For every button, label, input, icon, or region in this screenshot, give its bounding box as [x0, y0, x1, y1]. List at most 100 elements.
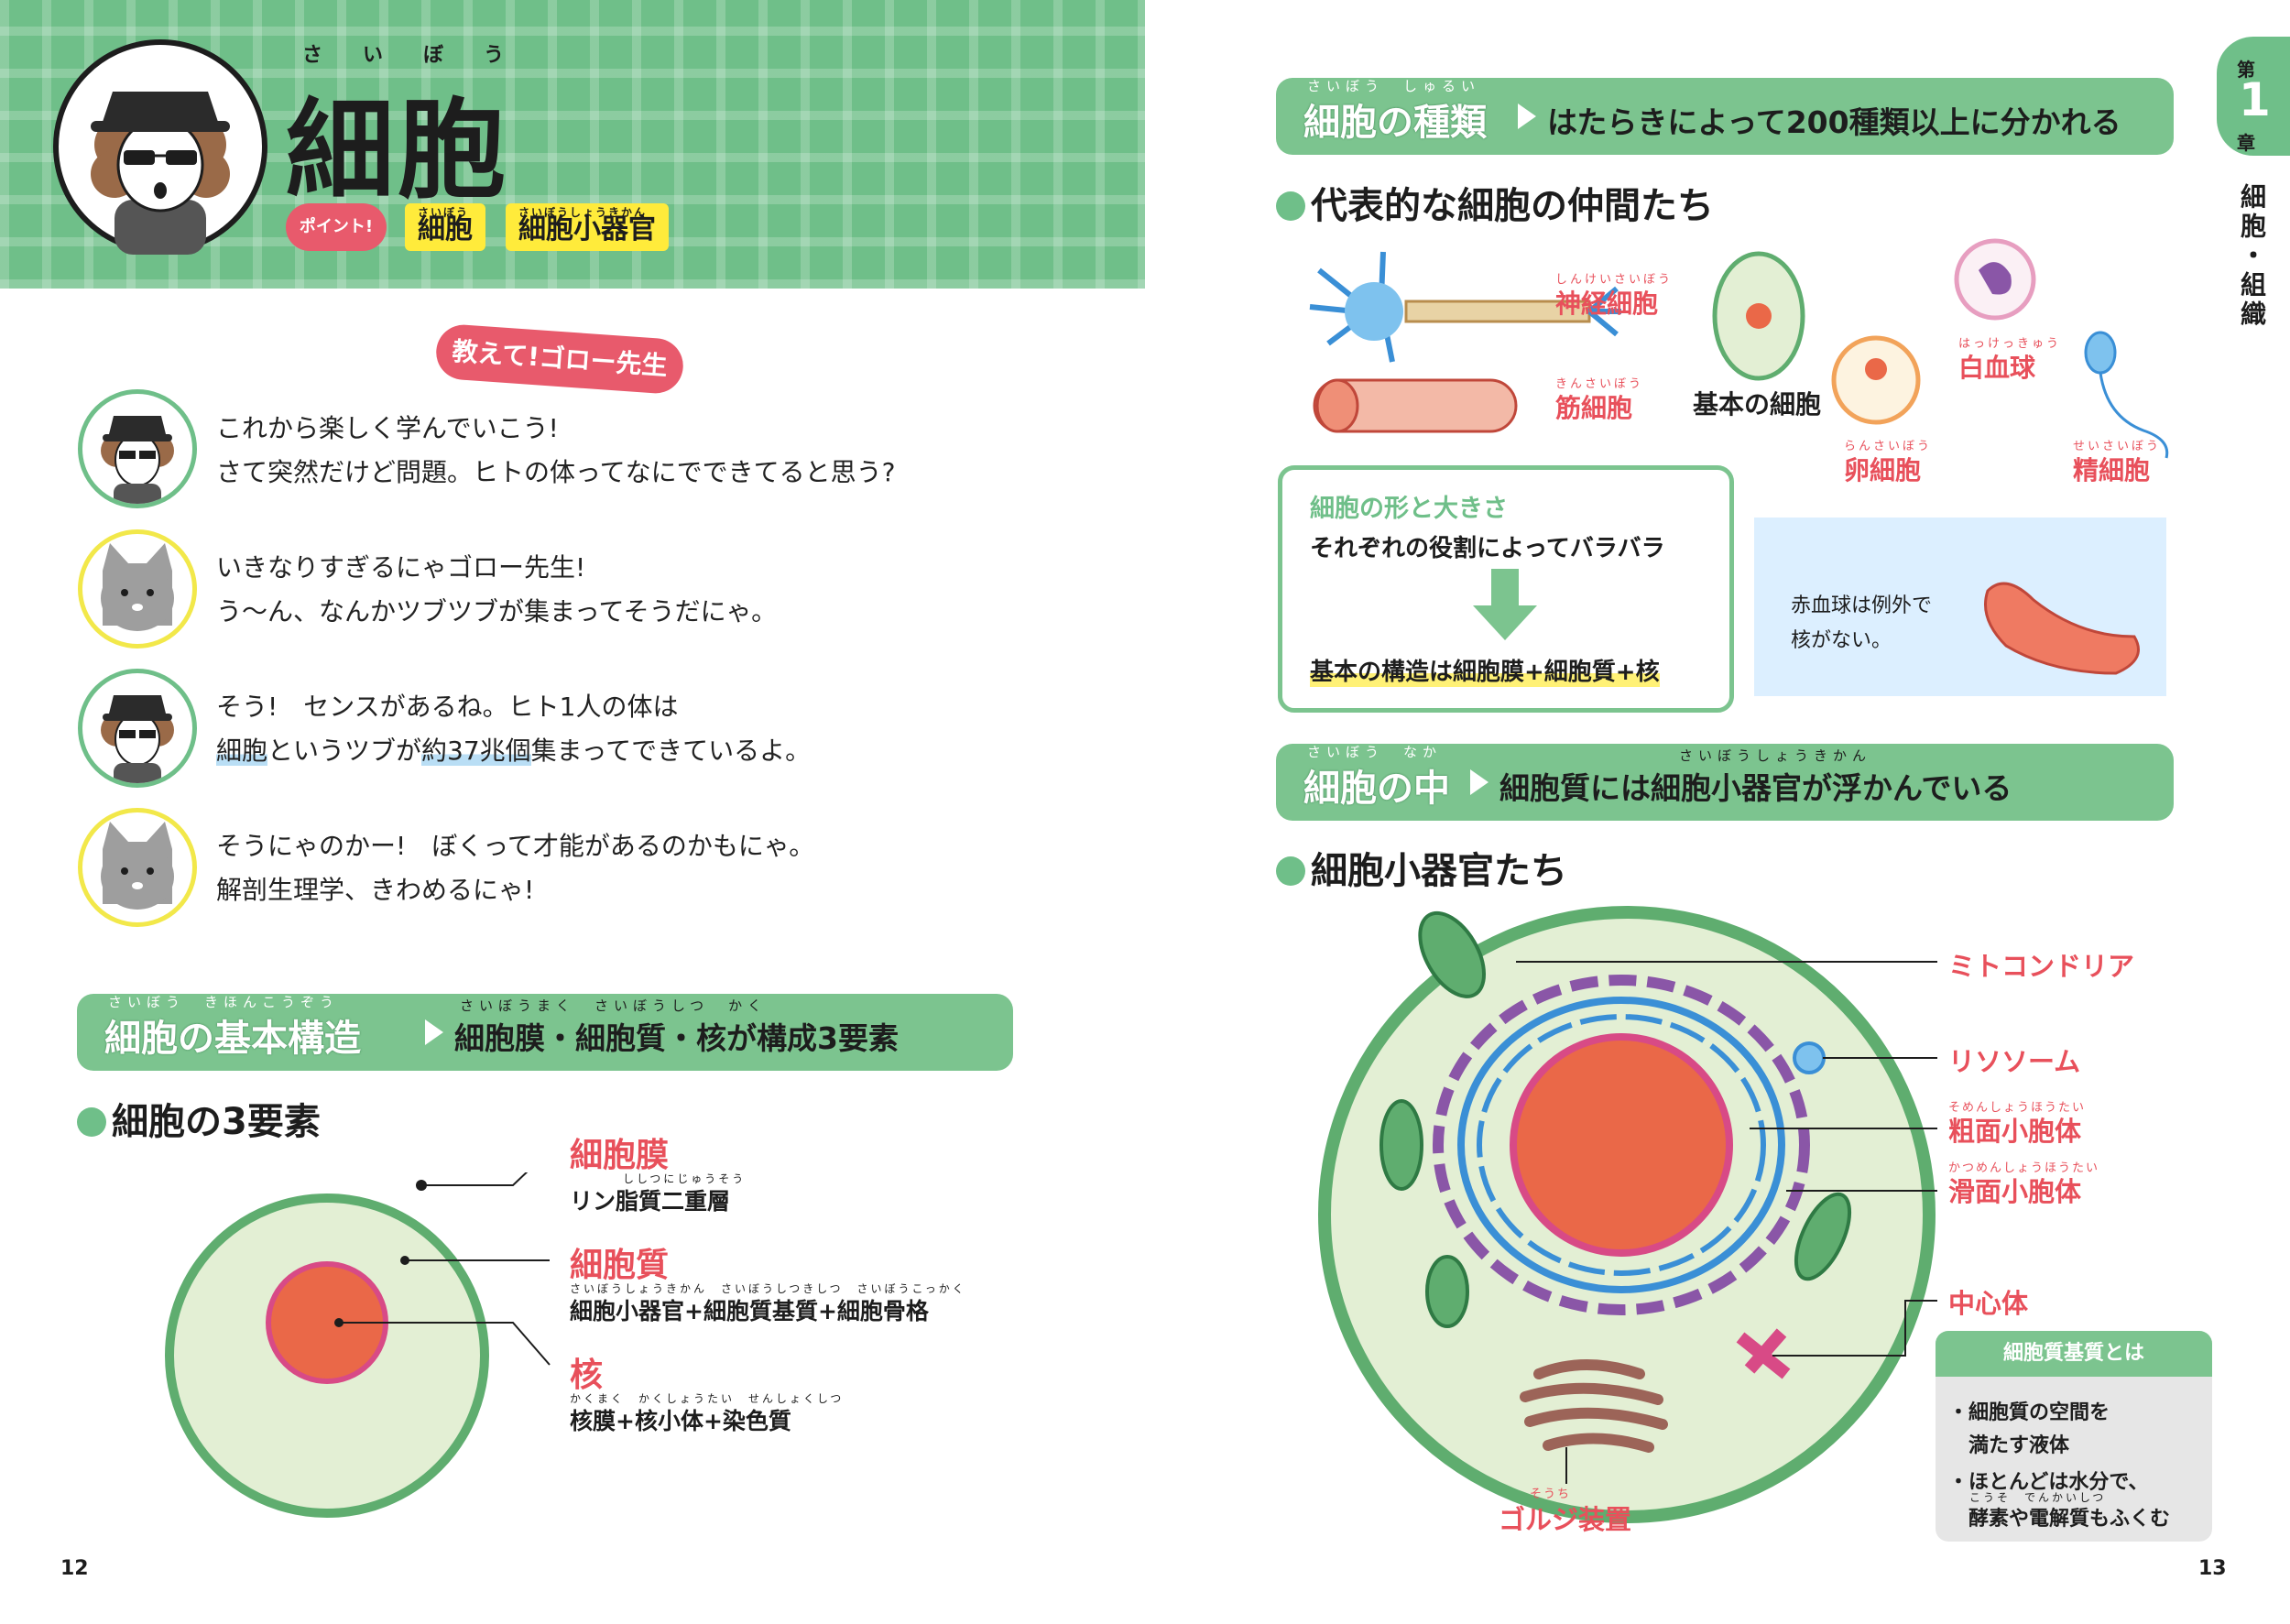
- page-number-left: 12: [60, 1557, 89, 1580]
- section-subtitle: 細胞膜・細胞質・核が構成3要素: [454, 1020, 899, 1056]
- subhead-cell-types: 代表的な細胞の仲間たち: [1276, 176, 1714, 229]
- section-bar-types: さいぼう しゅるい 細胞の種類 はたらきによって200種類以上に分かれる: [1276, 78, 2174, 155]
- membrane-desc: リン脂質二重層: [570, 1188, 731, 1215]
- arrow-down-icon: [1473, 569, 1537, 640]
- dialogue-line: さて突然だけど問題。ヒトの体ってなにでできてると思う?: [216, 457, 896, 487]
- highlight-count: 約37兆個: [421, 736, 531, 766]
- cytoplasm-label: 細胞質: [570, 1247, 670, 1284]
- text-fragment: 集まってできているよ。: [530, 736, 812, 766]
- chapter-suffix: 章: [2237, 132, 2255, 154]
- basic-cell-diagram: [165, 1172, 551, 1518]
- subhead-three-elements: 細胞の3要素: [77, 1092, 321, 1145]
- cell-ruby-sperm: せいさいぼう: [2073, 440, 2162, 453]
- dialogue-line-emphasis: 細胞というツブが約37兆個集まってできているよ。: [216, 731, 811, 768]
- cat-avatar: [78, 529, 197, 649]
- membrane-ruby: ししつにじゅうそう: [623, 1172, 747, 1185]
- sensei-avatar: [78, 669, 197, 788]
- keyword-label: 細胞: [418, 213, 473, 245]
- dialogue-line: いきなりすぎるにゃゴロー先生!: [216, 552, 586, 583]
- cat-avatar: [78, 808, 197, 927]
- cytoplasm-ruby: さいぼうしょうきかん さいぼうしつきしつ さいぼうこっかく: [570, 1282, 966, 1295]
- dialogue-line: う〜ん、なんかツブツブが集まってそうだにゃ。: [216, 596, 778, 627]
- matrix-line: 酵素や電解質もふくむ: [1948, 1508, 2171, 1531]
- organelle-ruby-rough-er: そめんしょうほうたい: [1948, 1101, 2087, 1115]
- cell-label-basic: 基本の細胞: [1693, 389, 1822, 420]
- matrix-line: ・細胞質の空間を: [1948, 1401, 2110, 1424]
- title-ruby: さいぼう: [302, 44, 545, 67]
- bullet-dot-icon: [1276, 856, 1305, 886]
- sensei-avatar: [78, 389, 197, 508]
- arrow-right-icon: [1518, 104, 1536, 129]
- shape-box-line1: それぞれの役割によってバラバラ: [1310, 535, 1665, 562]
- arrow-right-icon: [425, 1019, 443, 1045]
- keyword-tag-cell: さいぼう 細胞: [405, 203, 485, 251]
- shape-box-title: 細胞の形と大きさ: [1310, 495, 1508, 523]
- section-title: 細胞の種類: [1303, 102, 1487, 144]
- dialogue-line: そう! センスがあるね。ヒト1人の体は: [216, 692, 679, 722]
- matrix-box-title: 細胞質基質とは: [1936, 1331, 2212, 1377]
- cell-ruby-neuron: しんけいさいぼう: [1555, 273, 1674, 287]
- page-title: 細胞: [286, 87, 510, 213]
- sensei-large-avatar: [53, 39, 267, 255]
- section-subtitle: 細胞質には細胞小器官が浮かんでいる: [1499, 770, 2012, 806]
- dialogue-line: これから楽しく学んでいこう!: [216, 413, 559, 443]
- cell-label-wbc: 白血球: [1958, 353, 2036, 383]
- organelle-label-mitochondria: ミトコンドリア: [1948, 951, 2135, 982]
- keyword-ruby: さいぼう: [418, 206, 470, 219]
- chapter-title-vertical: 細胞・組織: [2237, 183, 2267, 330]
- cell-ruby-muscle: きんさいぼう: [1555, 377, 1644, 391]
- bullet-dot-icon: [1276, 191, 1305, 221]
- chapter-tab: 第 1 章: [2217, 37, 2290, 156]
- keyword-tag-organelle: さいぼうしょうきかん 細胞小器官: [506, 203, 669, 251]
- matrix-line: 満たす液体: [1948, 1434, 2070, 1457]
- highlight-cell: 細胞: [216, 736, 268, 766]
- matrix-ruby: こうそ でんかいしつ: [1969, 1491, 2107, 1504]
- organelle-ruby-smooth-er: かつめんしょうほうたい: [1948, 1161, 2100, 1175]
- cell-label-sperm: 精細胞: [2073, 455, 2151, 485]
- organelle-diagram: [1318, 906, 1937, 1523]
- organelle-label-lysosome: リソソーム: [1948, 1046, 2081, 1077]
- keyword-ruby: さいぼうしょうきかん: [518, 206, 648, 219]
- section-bar-basic: さいぼう きほんこうぞう 細胞の基本構造 さいぼうまく さいぼうしつ かく 細胞…: [77, 994, 1013, 1071]
- subhead-organelles: 細胞小器官たち: [1276, 841, 1567, 894]
- organelle-label-rough-er: 粗面小胞体: [1948, 1116, 2082, 1147]
- memo-line1: 赤血球は例外で: [1791, 594, 1933, 617]
- red-blood-cell-icon: [1984, 582, 2140, 675]
- section-title-ruby: さいぼう なか: [1307, 744, 1443, 760]
- nucleus-desc: 核膜+核小体+染色質: [570, 1408, 791, 1434]
- point-badge: ポイント!: [286, 203, 387, 251]
- cytoplasm-desc: 細胞小器官+細胞質基質+細胞骨格: [570, 1298, 929, 1324]
- membrane-label: 細胞膜: [570, 1137, 670, 1174]
- text-fragment: というツブが: [267, 736, 422, 766]
- memo-line2: 核がない。: [1791, 629, 1892, 652]
- section-subtitle: はたらきによって200種類以上に分かれる: [1547, 104, 2121, 140]
- nucleus-label: 核: [570, 1357, 604, 1394]
- nucleus-ruby: かくまく かくしょうたい せんしょくしつ: [570, 1392, 845, 1405]
- neuron-illustration: [1309, 251, 1621, 363]
- organelle-ruby-golgi: そうち: [1530, 1488, 1572, 1501]
- page-number-right: 13: [2198, 1557, 2227, 1580]
- dialogue-line: そうにゃのかー! ぼくって才能があるのかもにゃ。: [216, 831, 815, 861]
- cell-label-egg: 卵細胞: [1844, 455, 1922, 485]
- organelle-label-golgi: ゴルジ装置: [1499, 1504, 1632, 1535]
- section-title-ruby: さいぼう きほんこうぞう: [108, 994, 340, 1010]
- shape-size-box: 細胞の形と大きさ それぞれの役割によってバラバラ 基本の構造は細胞膜+細胞質+核: [1278, 465, 1734, 713]
- cell-ruby-egg: らんさいぼう: [1844, 440, 1933, 453]
- section-sub-ruby: さいぼうしょうきかん: [1679, 747, 1872, 764]
- dialogue-line: 解剖生理学、きわめるにゃ!: [216, 875, 535, 905]
- memo-note: 赤血球は例外で 核がない。: [1754, 518, 2166, 696]
- teach-banner: 教えて!ゴロー先生: [434, 322, 685, 396]
- organelle-label-centrosome: 中心体: [1948, 1288, 2029, 1319]
- cell-label-neuron: 神経細胞: [1555, 289, 1659, 319]
- bullet-dot-icon: [77, 1107, 106, 1137]
- chapter-number: 1: [2239, 73, 2271, 126]
- section-sub-ruby: さいぼうまく さいぼうしつ かく: [460, 997, 768, 1014]
- keyword-label: 細胞小器官: [518, 213, 656, 245]
- arrow-right-icon: [1470, 769, 1488, 795]
- cell-ruby-wbc: はっけっきゅう: [1958, 337, 2062, 351]
- matrix-line: ・ほとんどは水分で、: [1948, 1471, 2149, 1494]
- section-title: 細胞の基本構造: [104, 1018, 361, 1060]
- cell-types-illustration: [1309, 238, 2169, 459]
- section-title-ruby: さいぼう しゅるい: [1307, 78, 1481, 94]
- chapter-prefix: 第: [2237, 59, 2255, 81]
